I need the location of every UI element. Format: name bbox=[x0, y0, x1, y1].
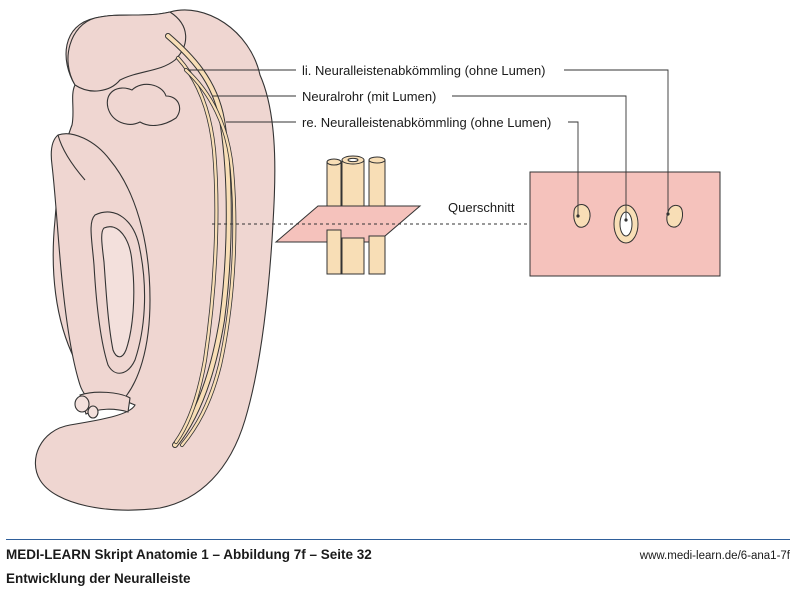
label-cross-section: Querschnitt bbox=[448, 200, 515, 215]
caption-url: www.medi-learn.de/6-ana1-7f bbox=[639, 550, 790, 562]
fold-rim bbox=[57, 134, 86, 181]
label-right-derivative: re. Neuralleistenabkömmling (ohne Lumen) bbox=[302, 115, 551, 130]
caption-divider bbox=[6, 539, 790, 540]
section-model bbox=[274, 155, 422, 275]
label-neural-tube: Neuralrohr (mit Lumen) bbox=[302, 89, 436, 104]
dot-left-derivative bbox=[666, 212, 670, 216]
tube-left-bottom bbox=[326, 229, 342, 275]
tube-right-bottom bbox=[368, 235, 386, 275]
right-derivative-section bbox=[666, 204, 683, 228]
tube-center-bottom bbox=[341, 237, 365, 275]
cross-section-box bbox=[529, 171, 721, 277]
umbilical-opening-2 bbox=[87, 405, 99, 419]
amnion-core bbox=[101, 226, 135, 358]
left-derivative-section bbox=[573, 204, 591, 228]
dot-right-derivative bbox=[576, 214, 580, 218]
leader-neural-tube-section bbox=[452, 95, 627, 220]
neural-crest-diagram: li. Neuralleistenabkömmling (ohne Lumen)… bbox=[34, 9, 721, 511]
left-crest-strand bbox=[174, 56, 218, 444]
caption-subtitle: Entwicklung der Neuralleiste bbox=[6, 571, 191, 586]
leader-right-derivative-section bbox=[568, 121, 579, 216]
neural-tube-strand bbox=[166, 34, 231, 447]
tube-left-top-cap bbox=[326, 158, 342, 166]
label-left-derivative: li. Neuralleistenabkömmling (ohne Lumen) bbox=[302, 63, 546, 78]
caption-title: MEDI-LEARN Skript Anatomie 1 – Abbildung… bbox=[6, 547, 372, 562]
leader-endpoints bbox=[576, 212, 670, 222]
dot-neural-tube bbox=[624, 218, 628, 222]
tube-right-top-cap bbox=[368, 156, 386, 164]
neural-strands bbox=[165, 33, 237, 448]
head-bulge bbox=[67, 11, 187, 92]
right-crest-strand bbox=[180, 68, 236, 447]
tube-center-lumen bbox=[347, 157, 359, 163]
brain-lobe bbox=[106, 83, 181, 127]
embryo bbox=[34, 9, 276, 511]
umbilical-opening-1 bbox=[74, 395, 90, 413]
leader-lines bbox=[188, 69, 669, 220]
leader-left-derivative-section bbox=[564, 69, 669, 214]
